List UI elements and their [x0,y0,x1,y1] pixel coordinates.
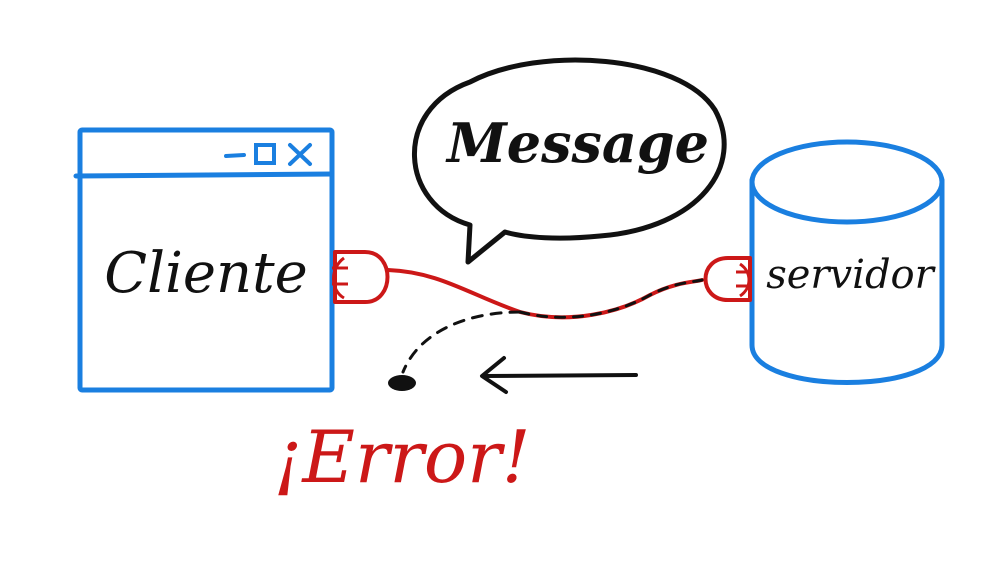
dropped-message-dot [388,375,416,391]
maximize-icon [254,143,276,165]
failed-message-path [388,310,522,391]
server-label: servidor [766,252,936,298]
return-arrow-icon [480,356,638,394]
message-speech-bubble: Message [412,57,727,265]
server-database: servidor [749,139,945,385]
client-title-bar-divider [73,171,335,179]
client-plug [332,250,390,304]
client-window-frame [77,127,335,393]
server-cylinder-body [749,177,945,385]
client-label: Cliente [104,241,308,306]
close-icon [288,143,312,166]
error-label: ¡Error! [273,415,530,499]
server-plug [703,256,752,302]
connection-cable [386,268,704,320]
minimize-icon [224,153,246,158]
server-cylinder-top [749,139,945,225]
message-label: Message [445,111,709,175]
speech-bubble-outline [412,57,727,265]
client-window: Cliente [73,127,335,393]
